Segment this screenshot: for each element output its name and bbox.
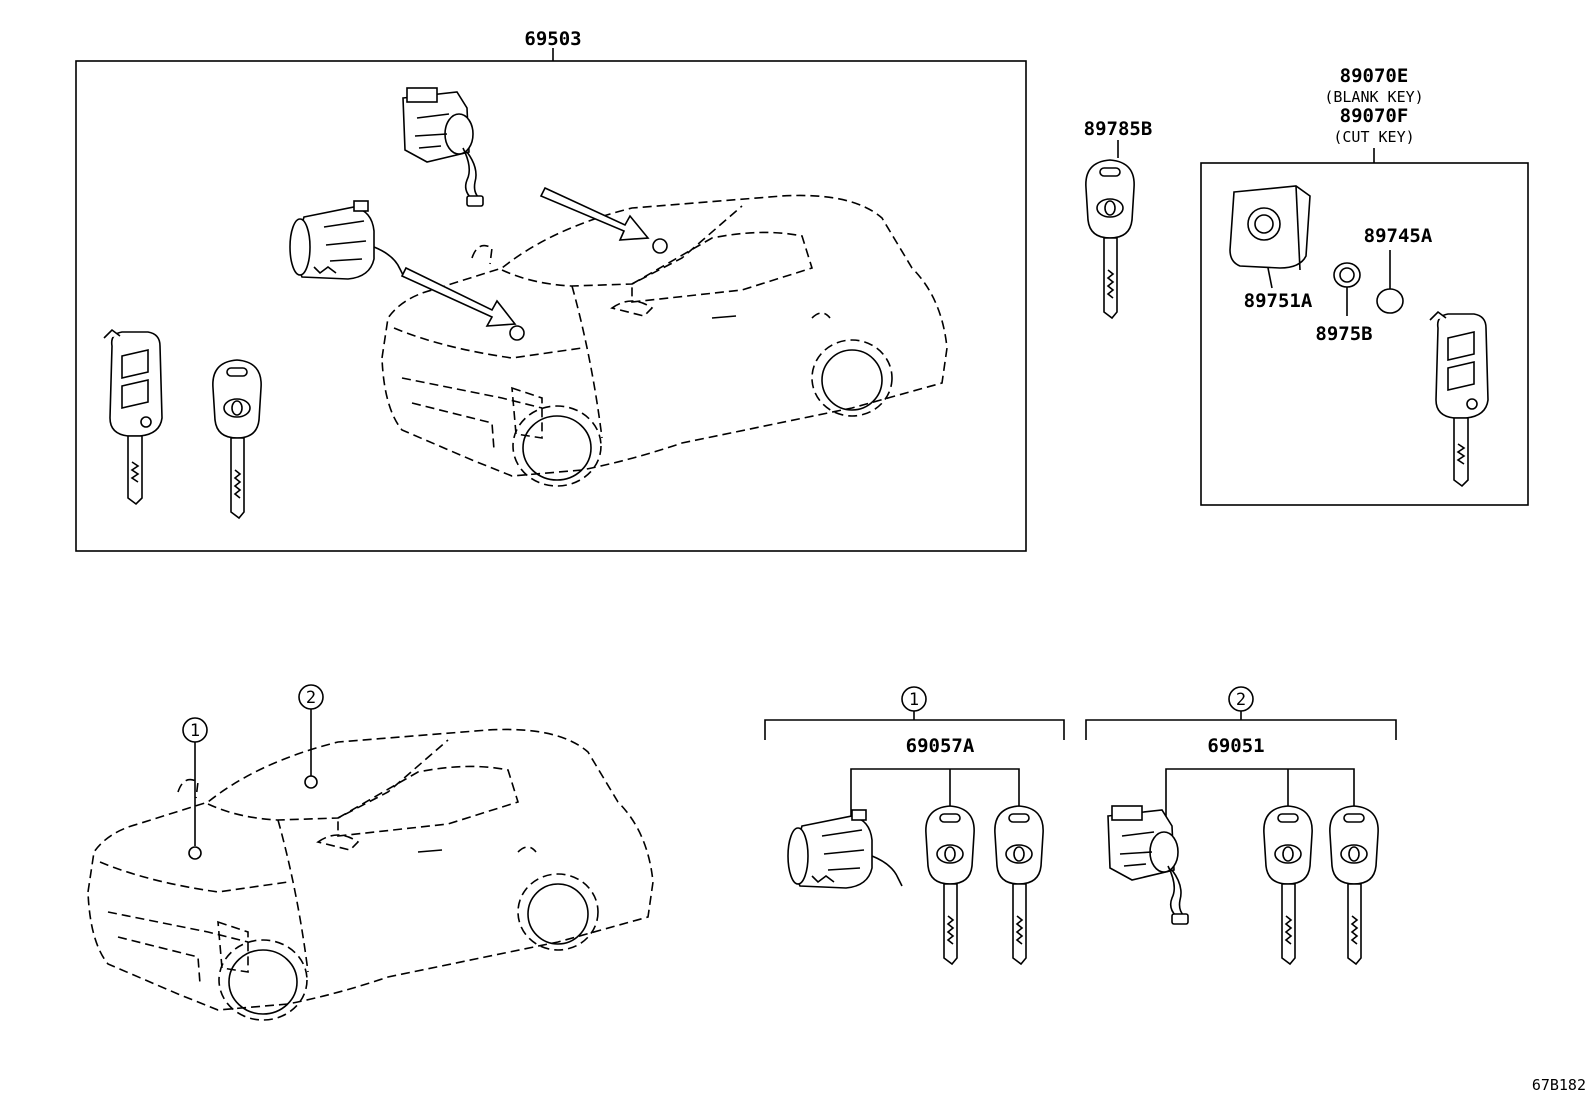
battery-89745A bbox=[1376, 288, 1404, 314]
blade-key-89785B bbox=[1085, 159, 1135, 319]
car-illustration-top bbox=[381, 194, 948, 487]
set2-marker-text: 2 bbox=[1236, 690, 1246, 710]
marker-2-text: 2 bbox=[306, 688, 316, 708]
label-8975B: 8975B bbox=[1315, 323, 1372, 345]
label-69051: 69051 bbox=[1207, 735, 1264, 757]
arrow-ignition bbox=[400, 266, 517, 327]
arrow-door-lock bbox=[539, 186, 650, 241]
blade-key-top bbox=[212, 359, 262, 519]
ignition-cylinder-set1 bbox=[787, 809, 903, 889]
door-lock-cylinder-set2 bbox=[1107, 805, 1189, 925]
remote-key-top bbox=[103, 329, 163, 505]
ignition-cylinder-top bbox=[289, 200, 405, 280]
key-parts-box bbox=[1200, 162, 1529, 506]
label-89070E: 89070E bbox=[1340, 65, 1409, 87]
blade-key-set1-a bbox=[925, 805, 975, 965]
blade-key-set2-a bbox=[1263, 805, 1313, 965]
key-cover-89751A bbox=[1229, 185, 1311, 269]
label-blank-key-note: (BLANK KEY) bbox=[1324, 88, 1423, 106]
set1-marker-text: 1 bbox=[909, 690, 919, 710]
label-89070F: 89070F bbox=[1340, 105, 1409, 127]
label-69057A: 69057A bbox=[906, 735, 975, 757]
label-89751A: 89751A bbox=[1244, 290, 1313, 312]
label-69503: 69503 bbox=[524, 28, 581, 50]
assembly-box-69503 bbox=[75, 60, 1027, 552]
marker-1-text: 1 bbox=[190, 721, 200, 741]
diagram-code: 67B182 bbox=[1532, 1076, 1586, 1094]
blade-key-set2-b bbox=[1329, 805, 1379, 965]
remote-key-right bbox=[1429, 311, 1489, 487]
label-cut-key-note: (CUT KEY) bbox=[1333, 128, 1414, 146]
blade-key-set1-b bbox=[994, 805, 1044, 965]
label-89785B: 89785B bbox=[1084, 118, 1153, 140]
car-illustration-bottom bbox=[87, 728, 654, 1021]
door-lock-cylinder-top bbox=[402, 87, 484, 207]
label-89745A: 89745A bbox=[1364, 225, 1433, 247]
battery-holder-8975B bbox=[1333, 262, 1361, 288]
